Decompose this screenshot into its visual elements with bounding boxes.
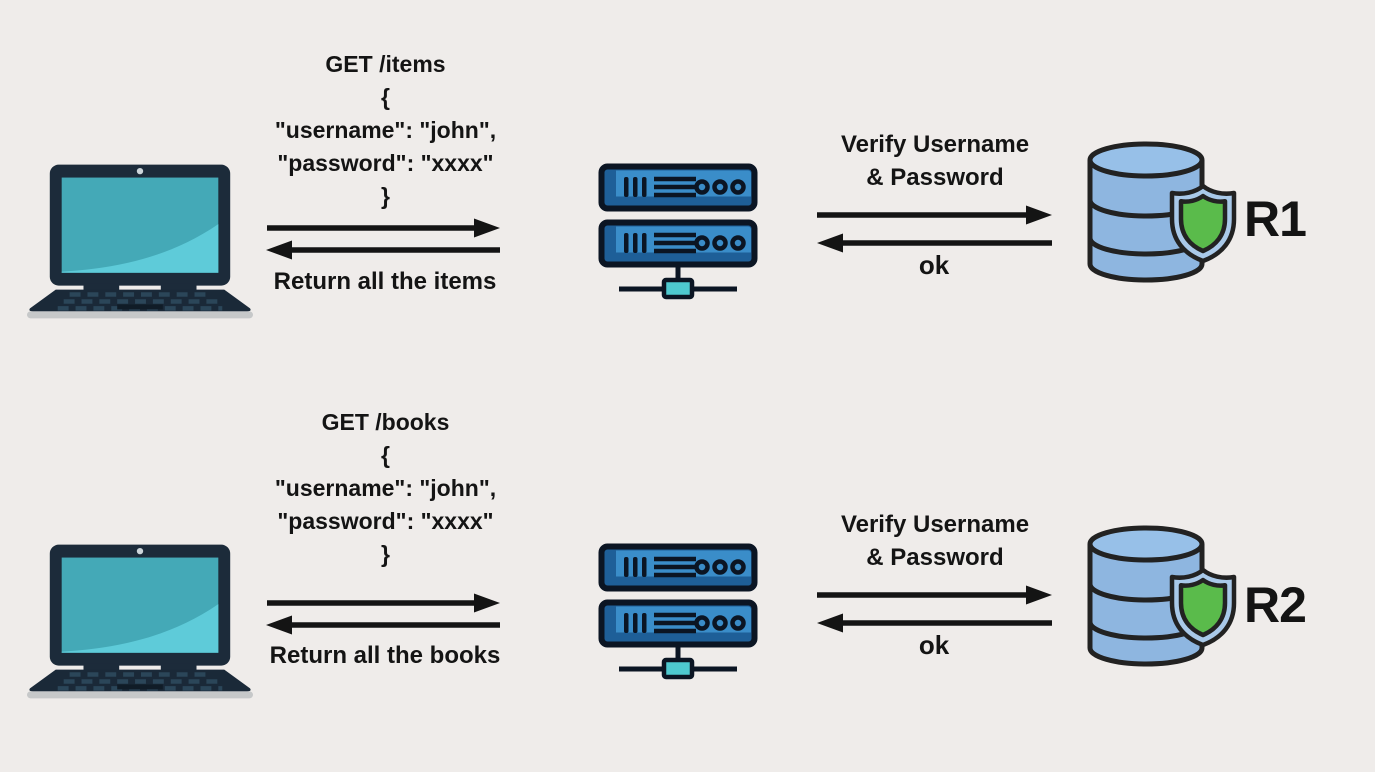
- response-label: Return all the books: [269, 642, 501, 669]
- webcam-icon: [136, 547, 144, 555]
- server-unit: [598, 543, 758, 592]
- request-response-arrows: [266, 218, 500, 260]
- request-line: }: [381, 183, 390, 209]
- network-connector: [619, 645, 737, 680]
- request-line: "username": "john",: [274, 117, 497, 143]
- verify-line: & Password: [866, 164, 1004, 191]
- webcam-icon: [136, 167, 144, 175]
- shield-icon: [1169, 183, 1237, 264]
- database-label: R1: [1244, 191, 1307, 247]
- response-label: Return all the items: [273, 268, 497, 295]
- request-line: {: [381, 84, 390, 110]
- shield-icon: [1169, 567, 1237, 648]
- database-shield-icon: [1082, 136, 1242, 288]
- server-rack-icon: [598, 543, 758, 685]
- verify-label: Verify Username & Password: [810, 128, 1060, 194]
- verify-line: & Password: [866, 544, 1004, 571]
- request-response-arrows: [266, 593, 500, 635]
- arrow-right-icon: [267, 593, 500, 613]
- request-line: }: [381, 541, 390, 567]
- request-line: "username": "john",: [274, 475, 497, 501]
- flow-row-books: GET /books { "username": "john", "passwo…: [0, 380, 1375, 766]
- server-unit: [598, 599, 758, 648]
- arrow-right-icon: [817, 205, 1052, 225]
- laptop-icon: [26, 544, 254, 699]
- keyboard-keys: [57, 672, 223, 691]
- request-label: GET /items { "username": "john", "passwo…: [248, 48, 523, 213]
- server-unit: [598, 163, 758, 212]
- request-line: "password": "xxxx": [277, 508, 494, 534]
- verify-ack-arrows: [817, 585, 1052, 633]
- verify-line: Verify Username: [840, 131, 1030, 158]
- server-unit: [598, 219, 758, 268]
- verify-label: Verify Username & Password: [810, 508, 1060, 574]
- verify-ack-arrows: [817, 205, 1052, 253]
- arrow-left-icon: [817, 613, 1052, 633]
- request-line: GET /books: [321, 409, 450, 435]
- request-line: GET /items: [325, 51, 446, 77]
- arrow-right-icon: [267, 218, 500, 238]
- ack-label: ok: [918, 630, 950, 660]
- network-connector: [619, 265, 737, 300]
- server-rack-icon: [598, 163, 758, 305]
- flow-row-items: GET /items { "username": "john", "passwo…: [26, 48, 1307, 319]
- arrow-left-icon: [817, 233, 1052, 253]
- request-label: GET /books { "username": "john", "passwo…: [248, 406, 523, 571]
- database-shield-icon: [1082, 520, 1242, 672]
- laptop-icon: [26, 164, 254, 319]
- arrow-right-icon: [817, 585, 1052, 605]
- arrow-left-icon: [266, 615, 500, 635]
- touchpad: [117, 304, 163, 310]
- ack-label: ok: [918, 250, 950, 280]
- arrow-left-icon: [266, 240, 500, 260]
- touchpad: [117, 684, 163, 690]
- verify-line: Verify Username: [840, 511, 1030, 538]
- request-line: "password": "xxxx": [277, 150, 494, 176]
- request-line: {: [381, 442, 390, 468]
- keyboard-keys: [57, 292, 223, 311]
- database-label: R2: [1244, 577, 1307, 633]
